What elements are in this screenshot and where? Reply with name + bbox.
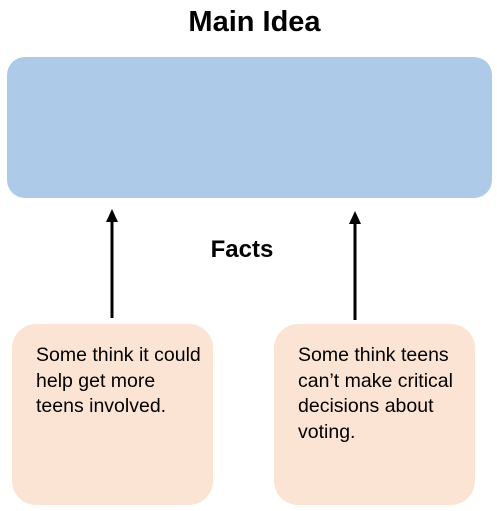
- facts-label: Facts: [210, 236, 274, 263]
- arrow-left-head: [106, 209, 118, 222]
- fact-text-right: Some think teens can’t make critical dec…: [298, 344, 453, 443]
- main-idea-box: [7, 57, 492, 198]
- arrow-right: [349, 211, 361, 320]
- fact-text-left: Some think it could help get more teens …: [36, 344, 201, 417]
- arrow-right-head: [349, 211, 361, 224]
- arrow-left: [106, 209, 118, 318]
- fact-box-right: Some think teens can’t make critical dec…: [274, 324, 475, 505]
- fact-box-left: Some think it could help get more teens …: [12, 324, 213, 505]
- main-idea-title: Main Idea: [188, 6, 321, 38]
